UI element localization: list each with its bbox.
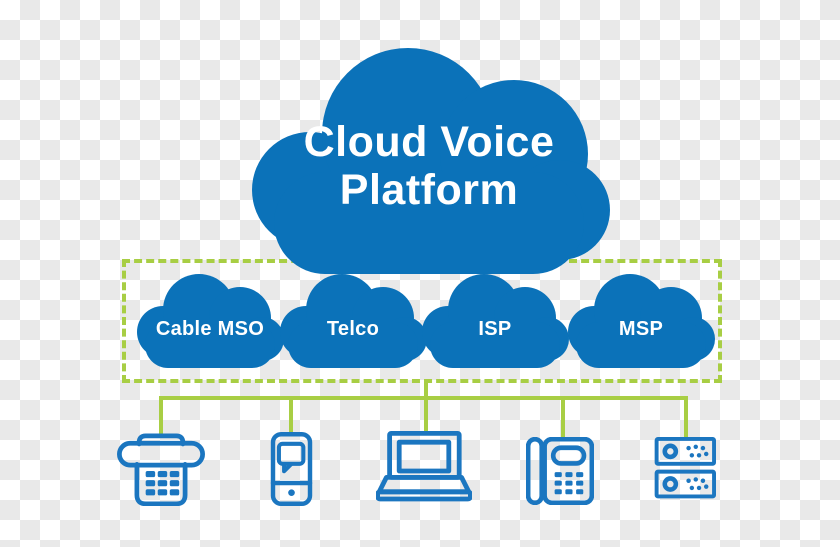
connector-drop-server-stack (684, 398, 688, 440)
provider-cloud-isp: ISP (420, 272, 570, 372)
device-desk-phone (117, 433, 205, 506)
cloud-icon (137, 274, 284, 368)
provider-label: MSP (618, 317, 664, 340)
cloud-icon (280, 274, 427, 368)
provider-cloud-msp: MSP (566, 272, 716, 372)
smartphone-chat-icon (270, 432, 313, 506)
provider-label: ISP (478, 317, 512, 340)
provider-cloud-telco: Telco (278, 272, 428, 372)
cloud-icon (422, 274, 569, 368)
connector-drop-smartphone (289, 398, 293, 434)
provider-cloud-cable-mso: Cable MSO (135, 272, 285, 372)
desk-phone-icon (117, 433, 205, 506)
provider-label: Telco (326, 317, 380, 340)
cloud-icon (252, 48, 610, 274)
device-laptop (376, 431, 472, 503)
server-stack-icon (654, 437, 716, 499)
device-smartphone (269, 432, 314, 506)
cloud-icon (568, 274, 715, 368)
connector-drop-desk-phone (159, 398, 163, 434)
connector-drop-voip-phone (561, 398, 565, 440)
platform-cloud-shape (246, 34, 612, 274)
device-voip-phone (526, 437, 594, 505)
provider-label: Cable MSO (155, 317, 265, 340)
device-server-stack (654, 437, 716, 501)
voip-phone-icon (526, 437, 594, 505)
laptop-icon (376, 431, 472, 502)
connector-vertical-main (424, 379, 428, 433)
connector-horizontal-bus (159, 396, 688, 400)
